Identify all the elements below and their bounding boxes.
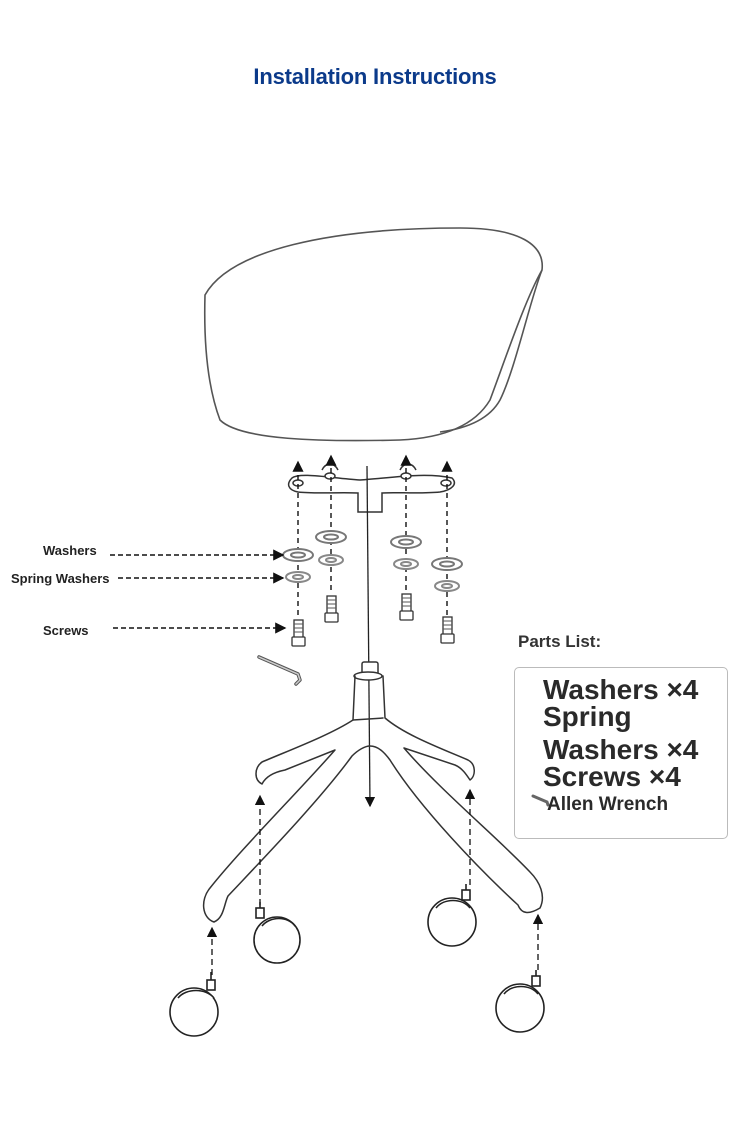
- mounting-plate: [287, 463, 456, 513]
- label-washers: Washers: [43, 543, 97, 558]
- gas-lift: [353, 661, 383, 681]
- allen-wrench-icon: [257, 655, 302, 686]
- parts-item-spring-washers: Washers ×4: [543, 734, 699, 765]
- parts-item-washers: Washers ×4: [543, 674, 699, 705]
- star-base: [202, 675, 544, 923]
- spring-washers: [285, 554, 460, 592]
- parts-list-heading: Parts List:: [518, 632, 602, 651]
- parts-item-screws: Screws ×4: [543, 761, 681, 792]
- washers: [282, 530, 463, 571]
- label-spring-washers: Spring Washers: [11, 571, 109, 586]
- screw-threads: [294, 597, 452, 633]
- screws: [291, 593, 455, 647]
- parts-item-allen-wrench: Allen Wrench: [547, 794, 669, 815]
- caster-wheels: [169, 884, 545, 1037]
- center-axis-arrow: [364, 465, 376, 808]
- caster-arrows: [206, 788, 544, 975]
- parts-item-spring: Spring: [543, 701, 632, 732]
- seat-shell: [203, 227, 543, 442]
- label-arrows: [110, 549, 287, 634]
- label-screws: Screws: [43, 623, 89, 638]
- allen-wrench-mini-icon: [531, 794, 550, 807]
- page-title: Installation Instructions: [253, 64, 497, 89]
- parts-list-box: Washers ×4 Spring Washers ×4 Screws ×4 A…: [514, 667, 728, 839]
